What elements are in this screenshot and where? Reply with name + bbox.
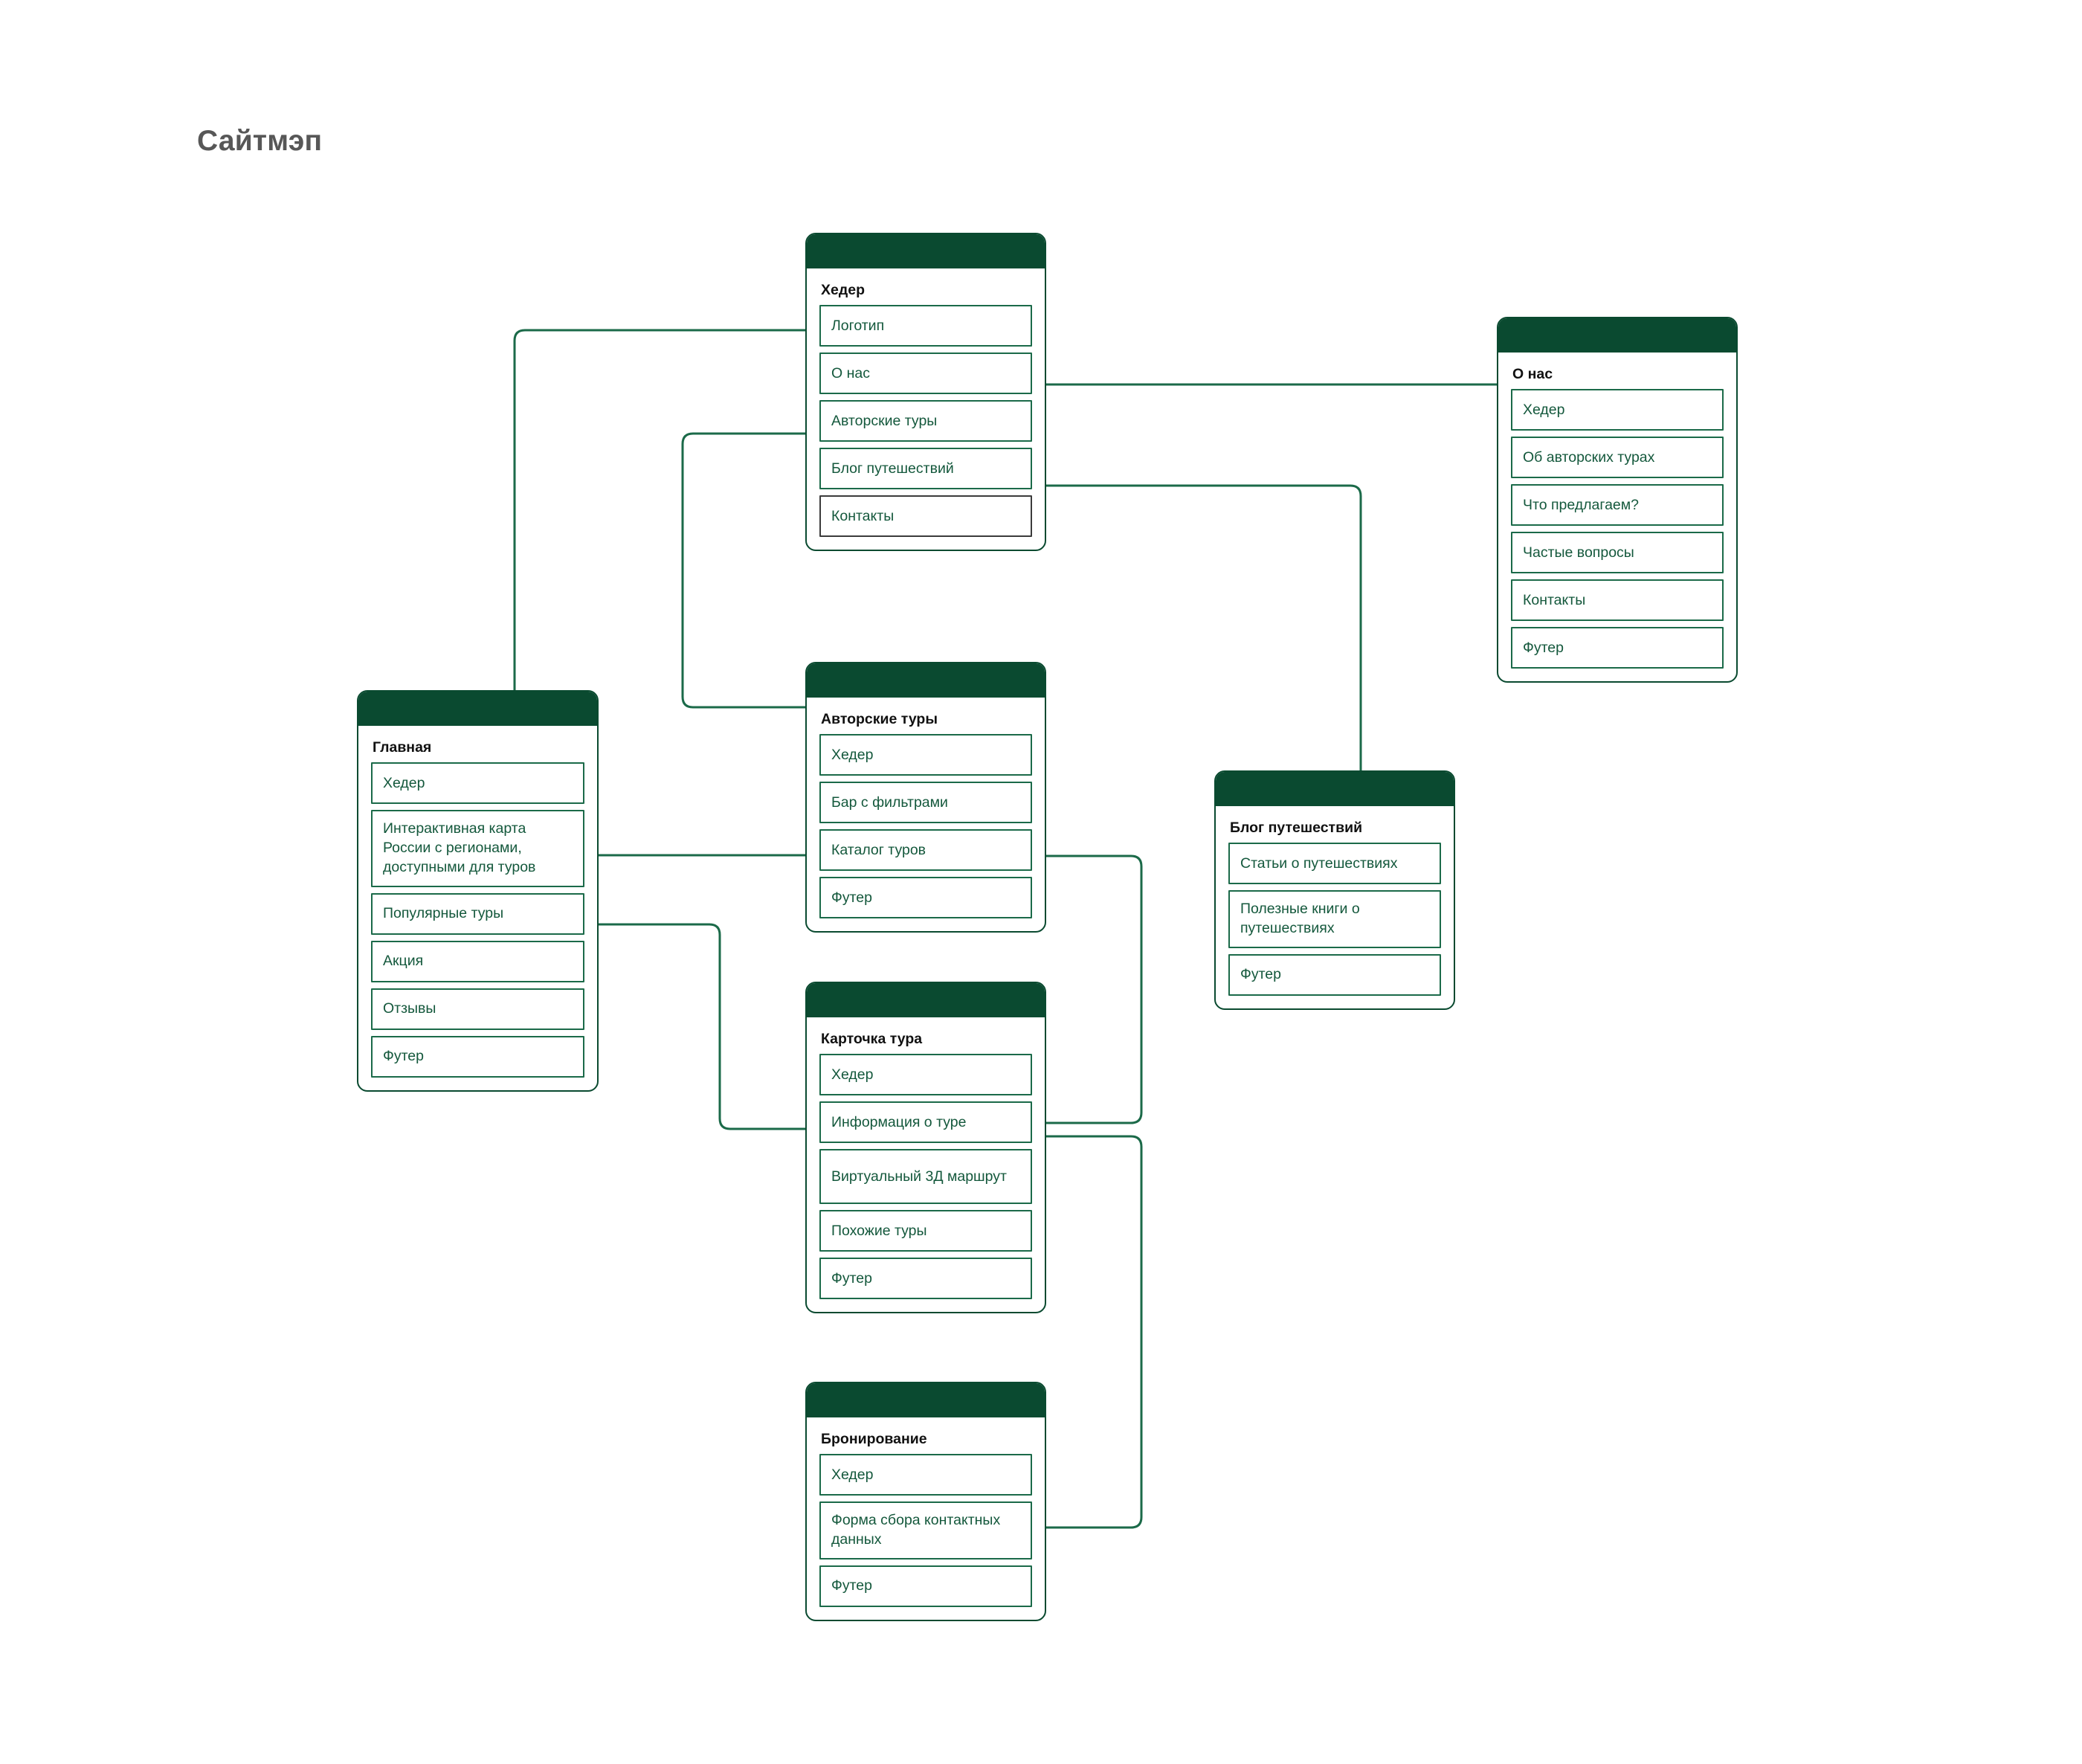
row-ob-avtorskih-turah[interactable]: Об авторских турах (1511, 437, 1724, 479)
row-label: Статьи о путешествиях (1240, 854, 1398, 872)
row-o-nas[interactable]: О нас (819, 353, 1032, 395)
edge-header-tours-to-tours (681, 432, 805, 709)
card-band (1498, 318, 1736, 353)
card-header[interactable]: Хедер Логотип О нас Авторские туры Блог … (805, 233, 1046, 552)
row-label: Интерактивная карта России с регионами, … (383, 820, 536, 875)
card-band (1216, 772, 1454, 806)
row-futer[interactable]: Футер (1511, 627, 1724, 669)
row-kontakty[interactable]: Контакты (1511, 579, 1724, 622)
row-label: Каталог туров (831, 841, 926, 858)
row-bar-s-filtrami[interactable]: Бар с фильтрами (819, 782, 1032, 824)
card-title: О нас (1512, 366, 1553, 382)
card-booking[interactable]: Бронирование Хедер Форма сбора контактны… (805, 1382, 1046, 1621)
row-populyarnye-tury[interactable]: Популярные туры (371, 892, 584, 935)
row-label: Виртуальный 3Д маршрут (831, 1168, 1007, 1185)
row-label: Хедер (831, 746, 874, 763)
row-label: Бар с фильтрами (831, 794, 948, 811)
card-home[interactable]: Главная Хедер Интерактивная карта России… (357, 690, 599, 1092)
row-label: Хедер (1523, 401, 1565, 418)
card-band (358, 692, 597, 726)
card-tourcard[interactable]: Карточка тура Хедер Информация о туре Ви… (805, 982, 1046, 1314)
edge-header-blog-to-blog (1046, 484, 1362, 773)
row-label: Логотип (831, 317, 885, 334)
row-futer[interactable]: Футер (1228, 953, 1441, 996)
row-informaciya-o-ture[interactable]: Информация о туре (819, 1101, 1032, 1144)
row-otzyvy[interactable]: Отзывы (371, 988, 584, 1030)
card-title: Хедер (821, 282, 865, 298)
row-label: Хедер (831, 1066, 874, 1083)
row-futer[interactable]: Футер (819, 1258, 1032, 1300)
card-title: Бронирование (821, 1431, 927, 1447)
row-chto-predlagaem[interactable]: Что предлагаем? (1511, 484, 1724, 527)
row-label: Информация о туре (831, 1113, 967, 1130)
card-body: Хедер Логотип О нас Авторские туры Блог … (807, 268, 1045, 550)
card-band (807, 234, 1045, 268)
row-chastye-voprosy[interactable]: Частые вопросы (1511, 532, 1724, 574)
row-label: Похожие туры (831, 1222, 927, 1239)
row-logotip[interactable]: Логотип (819, 305, 1032, 347)
row-kontakty[interactable]: Контакты (819, 495, 1032, 538)
edge-tourcard-info-to-booking (1046, 1135, 1143, 1529)
card-body: О нас Хедер Об авторских турах Что предл… (1498, 353, 1736, 681)
row-kheder[interactable]: Хедер (1511, 389, 1724, 431)
row-virtualnyy-3d-marshrut[interactable]: Виртуальный 3Д маршрут (819, 1149, 1032, 1205)
card-band (807, 1383, 1045, 1417)
edge-tours-catalog-to-tourcard (1046, 854, 1143, 1124)
row-label: Футер (383, 1047, 424, 1064)
row-label: Хедер (831, 1466, 874, 1483)
row-interaktivnaya-karta[interactable]: Интерактивная карта России с регионами, … (371, 810, 584, 887)
row-label: Что предлагаем? (1523, 496, 1640, 513)
row-label: Футер (831, 1269, 872, 1287)
row-label: Хедер (383, 774, 425, 791)
row-futer[interactable]: Футер (371, 1035, 584, 1078)
row-pohozhie-tury[interactable]: Похожие туры (819, 1210, 1032, 1252)
row-label: Контакты (1523, 591, 1586, 608)
row-kheder[interactable]: Хедер (819, 1054, 1032, 1096)
row-stati-o-puteshestviyah[interactable]: Статьи о путешествиях (1228, 843, 1441, 885)
row-kheder[interactable]: Хедер (371, 762, 584, 805)
card-body: Карточка тура Хедер Информация о туре Ви… (807, 1017, 1045, 1312)
row-forma-sbora-kontaktnyh-dannyh[interactable]: Форма сбора контактных данных (819, 1501, 1032, 1559)
row-katalog-turov[interactable]: Каталог туров (819, 829, 1032, 872)
row-label: Контакты (831, 507, 895, 524)
row-label: Популярные туры (383, 904, 504, 921)
row-label: Об авторских турах (1523, 448, 1655, 466)
row-akciya[interactable]: Акция (371, 940, 584, 982)
edge-home-popular-to-tourcard (599, 923, 805, 1130)
card-body: Бронирование Хедер Форма сбора контактны… (807, 1417, 1045, 1620)
row-label: Частые вопросы (1523, 544, 1634, 561)
row-poleznye-knigi-o-puteshestviyah[interactable]: Полезные книги о путешествиях (1228, 890, 1441, 948)
card-body: Авторские туры Хедер Бар с фильтрами Кат… (807, 698, 1045, 931)
row-label: Футер (831, 889, 872, 906)
card-title: Блог путешествий (1230, 820, 1363, 836)
row-label: Футер (1240, 965, 1281, 982)
edge-header-logo-to-home (513, 329, 805, 690)
row-label: Футер (1523, 639, 1564, 656)
row-label: Форма сбора контактных данных (831, 1512, 1001, 1548)
row-label: Авторские туры (831, 412, 938, 429)
card-about[interactable]: О нас Хедер Об авторских турах Что предл… (1497, 317, 1738, 683)
row-label: Полезные книги о путешествиях (1240, 901, 1360, 937)
card-blog[interactable]: Блог путешествий Статьи о путешествиях П… (1214, 770, 1455, 1010)
card-body: Главная Хедер Интерактивная карта России… (358, 726, 597, 1090)
row-kheder[interactable]: Хедер (819, 734, 1032, 776)
row-avtorskie-tury[interactable]: Авторские туры (819, 400, 1032, 442)
card-body: Блог путешествий Статьи о путешествиях П… (1216, 806, 1454, 1008)
card-title: Главная (373, 739, 432, 756)
row-blog-puteshestviy[interactable]: Блог путешествий (819, 448, 1032, 490)
card-band (807, 663, 1045, 698)
row-kheder[interactable]: Хедер (819, 1454, 1032, 1496)
row-label: Футер (831, 1577, 872, 1594)
card-band (807, 983, 1045, 1017)
page-title: Сайтмэп (197, 125, 323, 157)
row-label: Акция (383, 952, 424, 969)
row-futer[interactable]: Футер (819, 1565, 1032, 1607)
card-tours[interactable]: Авторские туры Хедер Бар с фильтрами Кат… (805, 662, 1046, 933)
row-label: Блог путешествий (831, 460, 954, 477)
row-label: О нас (831, 364, 870, 382)
card-title: Карточка тура (821, 1031, 923, 1047)
card-title: Авторские туры (821, 711, 938, 727)
row-futer[interactable]: Футер (819, 877, 1032, 919)
row-label: Отзывы (383, 1000, 436, 1017)
